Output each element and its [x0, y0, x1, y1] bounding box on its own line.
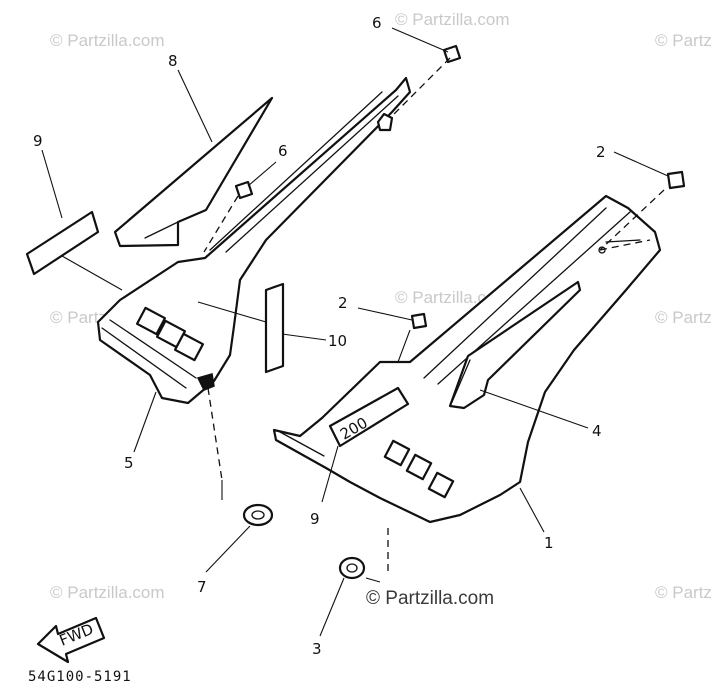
- part-8-upper-cover: [113, 96, 274, 248]
- fasteners: [234, 44, 686, 580]
- watermark-main: © Partzilla.com: [366, 588, 494, 609]
- diagram-reference-code: 54G100-5191: [28, 669, 132, 685]
- callout-8: 8: [168, 52, 178, 70]
- callout-2-center: 2: [338, 294, 348, 312]
- watermark-bottom-left: © Partzilla.com: [50, 583, 165, 602]
- watermark-top-center: © Partzilla.com: [395, 10, 510, 29]
- part-3-grommet: [338, 556, 366, 580]
- callout-1: 1: [544, 534, 554, 552]
- callout-6-middle: 6: [278, 142, 288, 160]
- watermark-bottom-right: © Partzilla.com: [655, 583, 712, 602]
- watermark-middle-right: © Partzilla.com: [655, 308, 712, 327]
- part-9-decal-upper: [25, 210, 100, 276]
- callout-2-right: 2: [596, 143, 606, 161]
- watermark-top-right: © Partzilla.com: [655, 31, 712, 50]
- leader-lines: [41, 27, 669, 637]
- part-10-strip: [264, 282, 285, 374]
- part-1-slots: [383, 439, 455, 499]
- callout-7: 7: [197, 578, 207, 596]
- callout-5: 5: [124, 454, 134, 472]
- part-2-nut-center: [410, 312, 428, 330]
- callout-6-top: 6: [372, 14, 382, 32]
- part-2-nut-right: [666, 170, 686, 190]
- callout-numbers: 6 8 9 6 2 2 10 4 5 9 1 7 3: [33, 14, 606, 658]
- part-4-stripe: [448, 280, 582, 410]
- callout-10: 10: [328, 332, 347, 350]
- part-7-grommet: [242, 503, 274, 527]
- callout-4: 4: [592, 422, 602, 440]
- fwd-arrow: FWD: [36, 616, 106, 664]
- watermark-top-left: © Partzilla.com: [50, 31, 165, 50]
- callout-9-lower: 9: [310, 510, 320, 528]
- part-6-grommet-top: [442, 44, 462, 64]
- callout-3: 3: [312, 640, 322, 658]
- callout-9-upper: 9: [33, 132, 43, 150]
- part-5-left-side-cover: [96, 76, 412, 405]
